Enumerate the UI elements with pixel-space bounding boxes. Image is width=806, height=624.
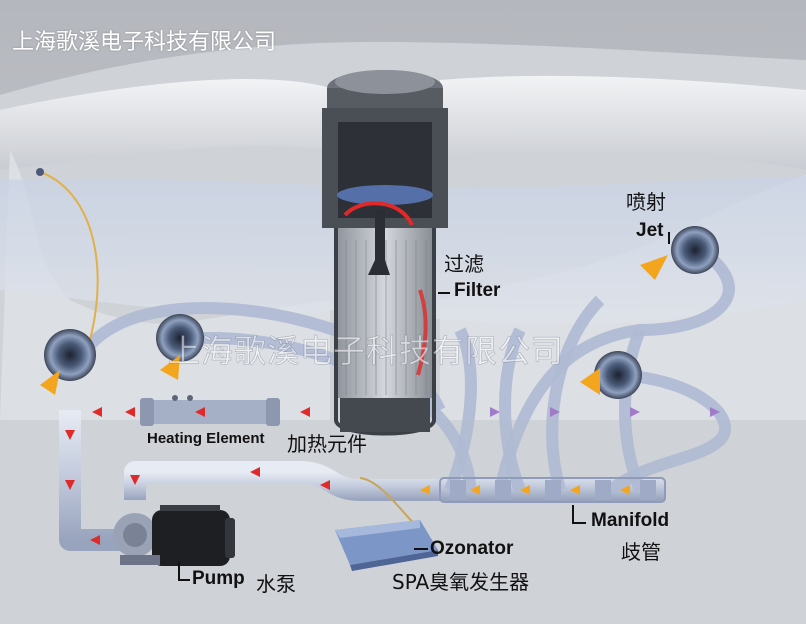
jet-right-top: [671, 226, 719, 274]
label-manifold-en: Manifold: [591, 510, 669, 532]
label-filter-cn: 过滤: [444, 248, 484, 277]
label-manifold-cn: 歧管: [621, 536, 661, 565]
pump-leader-v: [178, 562, 180, 580]
label-jet-en: Jet: [636, 220, 663, 242]
filter-leader: [438, 292, 450, 294]
watermark-text: 上海歌溪电子科技有限公司: [168, 326, 564, 372]
jet-left: [44, 329, 96, 381]
pump-leader-h: [178, 579, 190, 581]
filter-unit: [322, 70, 448, 434]
label-ozonator-cn: SPA臭氧发生器: [392, 566, 529, 595]
ozonator-leader: [414, 548, 428, 550]
jet-right-mid: [594, 351, 642, 399]
label-heating-cn: 加热元件: [287, 428, 367, 457]
label-heating-en: Heating Element: [147, 430, 265, 447]
label-filter-en: Filter: [454, 280, 500, 302]
label-pump-en: Pump: [192, 568, 245, 590]
label-jet-cn: 喷射: [626, 186, 666, 215]
company-name: 上海歌溪电子科技有限公司: [12, 24, 276, 56]
manifold-leader-v: [572, 505, 574, 523]
pump: [113, 505, 235, 566]
label-pump-cn: 水泵: [256, 568, 296, 597]
manifold-leader-h: [572, 522, 586, 524]
jet-leader: [668, 232, 670, 244]
label-ozonator-en: Ozonator: [430, 538, 513, 560]
